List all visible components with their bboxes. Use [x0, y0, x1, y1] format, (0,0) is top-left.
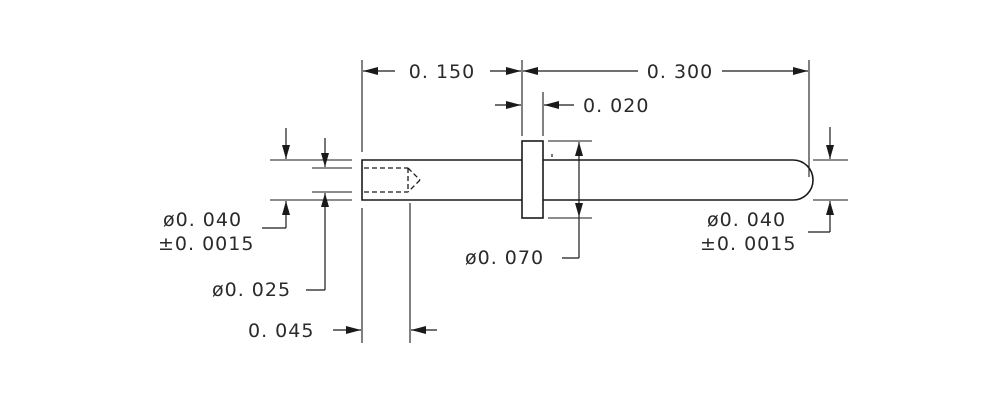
pin-collar: [521, 140, 544, 219]
pin-part: [361, 140, 814, 219]
dim-length-right-label: 0. 300: [647, 61, 713, 83]
dim-length-left: 0. 150: [363, 61, 521, 83]
dim-bore-diameter-label: ø0. 025: [212, 279, 291, 301]
dim-bore-diameter: ø0. 025: [212, 138, 329, 301]
dim-length-left-label: 0. 150: [409, 61, 475, 83]
extension-lines: [270, 60, 848, 343]
dim-collar-width-label: 0. 020: [583, 95, 649, 117]
dim-right-diameter-label: ø0. 040: [707, 209, 786, 231]
dim-bore-depth: 0. 045: [248, 320, 437, 342]
dim-left-diameter-label: ø0. 040: [163, 209, 242, 231]
dim-right-tolerance-label: ±0. 0015: [700, 233, 796, 255]
dim-right-diameter: ø0. 040 ±0. 0015: [700, 127, 834, 255]
bore-hidden-lines: [364, 167, 421, 193]
dim-collar-diameter-label: ø0. 070: [465, 247, 544, 269]
dim-left-diameter: ø0. 040 ±0. 0015: [158, 128, 290, 255]
dim-collar-width: 0. 020: [495, 95, 649, 117]
pin-shaft: [361, 159, 814, 201]
dim-length-right: 0. 300: [523, 61, 808, 83]
dim-bore-depth-label: 0. 045: [248, 320, 314, 342]
dim-left-tolerance-label: ±0. 0015: [158, 233, 254, 255]
dim-collar-diameter: ø0. 070: [465, 142, 583, 269]
